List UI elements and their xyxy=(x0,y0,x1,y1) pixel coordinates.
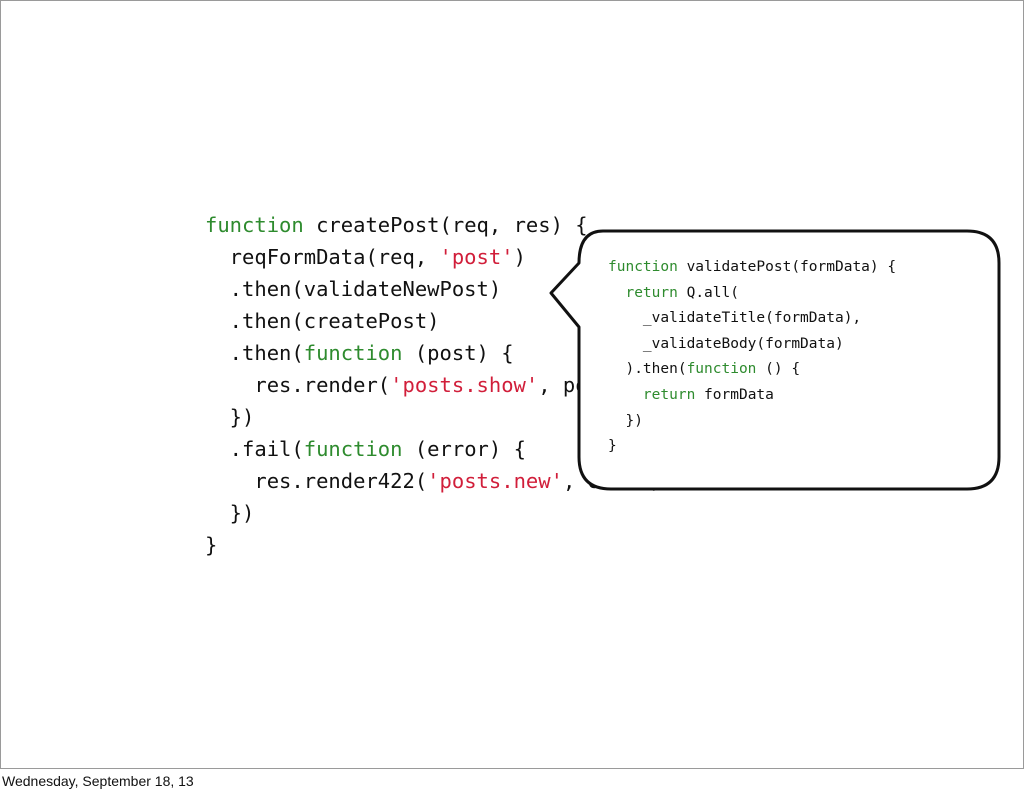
slide: function createPost(req, res) { reqFormD… xyxy=(0,0,1024,769)
code-text: ).then( xyxy=(608,361,687,378)
code-keyword: function xyxy=(608,259,678,275)
code-keyword: function xyxy=(303,341,403,365)
code-text: (post) { xyxy=(402,341,514,365)
code-text: validatePost(formData) { xyxy=(677,259,897,275)
code-keyword: function xyxy=(686,361,757,378)
code-text: } xyxy=(205,533,218,557)
main-code-line: .then(validateNewPost) xyxy=(205,273,662,305)
main-code-line: }) xyxy=(205,497,662,529)
bubble-code-line: ).then(function () { xyxy=(608,357,896,383)
code-text: }) xyxy=(205,405,255,429)
bubble-code-line: function validatePost(formData) { xyxy=(608,255,896,281)
bubble-code-line: return Q.all( xyxy=(608,281,896,307)
main-code-line: .fail(function (error) { xyxy=(205,433,662,465)
code-text: reqFormData(req, xyxy=(205,245,440,269)
code-text: .then(createPost) xyxy=(205,309,440,333)
code-text: () { xyxy=(756,361,801,378)
code-text: } xyxy=(608,438,617,455)
code-keyword: return xyxy=(642,386,696,403)
code-text xyxy=(608,285,625,301)
code-keyword: function xyxy=(205,213,304,237)
code-text: Q.all( xyxy=(677,284,739,301)
code-keyword: return xyxy=(625,284,678,301)
code-text: }) xyxy=(205,501,255,525)
main-code-line: .then(createPost) xyxy=(205,305,662,337)
main-code-line: reqFormData(req, 'post') xyxy=(205,241,662,273)
code-text xyxy=(608,387,643,403)
code-text: _validateBody(formData) xyxy=(608,335,844,352)
callout-bubble xyxy=(549,229,1001,491)
bubble-code-block: function validatePost(formData) { return… xyxy=(608,255,896,460)
code-text: .then( xyxy=(205,341,304,365)
bubble-code-line: } xyxy=(608,434,896,460)
code-string: 'posts.show' xyxy=(390,373,539,397)
code-string: 'posts.new' xyxy=(427,469,563,493)
code-text: res.render422( xyxy=(205,469,428,493)
footer-date: Wednesday, September 18, 13 xyxy=(2,773,194,789)
main-code-line: function createPost(req, res) { xyxy=(205,209,662,241)
code-text: }) xyxy=(608,412,643,429)
code-keyword: function xyxy=(303,437,403,461)
code-text: createPost(req, res) { xyxy=(303,213,588,237)
code-text: .then(validateNewPost) xyxy=(205,277,502,301)
code-text: formData xyxy=(695,386,774,403)
code-text: ) xyxy=(513,245,526,269)
bubble-code-line: return formData xyxy=(608,383,896,409)
code-text: (error) { xyxy=(402,437,526,461)
bubble-code-line: _validateBody(formData) xyxy=(608,332,896,358)
main-code-block: function createPost(req, res) { reqFormD… xyxy=(205,209,662,561)
code-text: res.render( xyxy=(205,373,391,397)
main-code-line: .then(function (post) { xyxy=(205,337,662,369)
code-string: 'post' xyxy=(439,245,514,269)
code-text: .fail( xyxy=(205,437,304,461)
main-code-line: }) xyxy=(205,401,662,433)
main-code-line: } xyxy=(205,529,662,561)
bubble-code-line: _validateTitle(formData), xyxy=(608,306,896,332)
code-text: _validateTitle(formData), xyxy=(608,310,862,327)
bubble-code-line: }) xyxy=(608,409,896,435)
callout-bubble-shape xyxy=(549,229,1001,491)
